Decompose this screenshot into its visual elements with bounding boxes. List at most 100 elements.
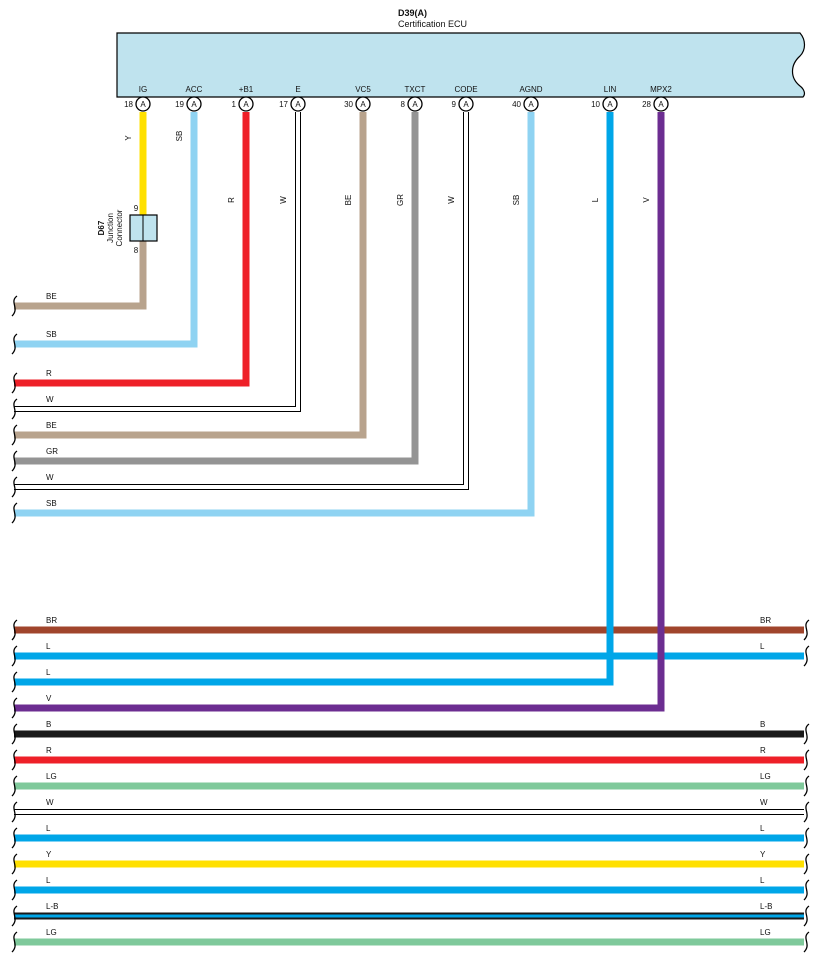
pin-wire-code-7-group: SB (512, 195, 521, 206)
bus-wire-label-right-0: BR (760, 616, 771, 625)
wire-break-right-8 (803, 827, 810, 849)
wire-left-3 (14, 112, 300, 411)
pin-label-acc: ACC (186, 85, 203, 94)
wire-break-right-0 (803, 619, 810, 641)
junction-line1: Junction (106, 213, 115, 243)
junction-connector: 9 8 D67 Junction Connector (97, 204, 158, 255)
bus-wire-label-right-4: B (760, 720, 765, 729)
pin-circle-5 (407, 96, 423, 112)
pin-wire-code-9-group: V (642, 197, 651, 203)
bus-wire-label-left-5: R (46, 746, 52, 755)
wire-left-3-outline (14, 112, 301, 412)
pin-label-agnd: AGND (519, 85, 542, 94)
pin-wire-code-5-group: GR (396, 194, 405, 206)
left-wire-label-4: BE (46, 421, 57, 430)
pin-label-ig: IG (139, 85, 147, 94)
pin-label-txct: TXCT (405, 85, 426, 94)
bus-wire-label-left-6: LG (46, 772, 57, 781)
pin-circle-6 (458, 96, 474, 112)
wire-break-left-7 (11, 502, 18, 524)
wire-bus-lin (14, 112, 614, 686)
pin-circle-7 (523, 96, 539, 112)
wire-break-bus-left-11 (11, 905, 18, 927)
pin-wire-code-2: R (227, 197, 236, 203)
pin-circle-8 (602, 96, 618, 112)
pin-number-5: 8 (401, 100, 406, 109)
wire-break-bus-left-7 (11, 801, 18, 823)
bus-wire-label-left-7: W (46, 798, 54, 807)
bus-wire-label-left-8: L (46, 824, 51, 833)
wire-break-bus-left-10 (11, 879, 18, 901)
wire-break-bus-left-8 (11, 827, 18, 849)
pin-circle-2 (238, 96, 254, 112)
pin-circle-0 (135, 96, 151, 112)
pin-letter-6: A (463, 100, 469, 109)
pin-wire-code-0-group: Y (124, 135, 133, 141)
bus-wire-label-left-2: L (46, 668, 51, 677)
pin-circle-4 (355, 96, 371, 112)
pin-number-2: 1 (232, 100, 237, 109)
pin-letter-3: A (295, 100, 301, 109)
wire-break-bus-left-5 (11, 749, 18, 771)
wire-break-bus-left-2 (11, 671, 18, 693)
wire-left-6 (14, 112, 468, 489)
pin-number-1: 19 (175, 100, 184, 109)
bus-wire-label-left-10: L (46, 876, 51, 885)
pin-wire-code-3-group: W (279, 196, 288, 204)
pin-wire-code-9: V (642, 197, 651, 203)
pin-wire-code-2-group: R (227, 197, 236, 203)
bus-wire-label-right-10: L (760, 876, 765, 885)
bus-wire-label-left-11: L-B (46, 902, 58, 911)
wire-break-bus-left-4 (11, 723, 18, 745)
wire-break-left-2 (11, 372, 18, 394)
pin-letter-9: A (658, 100, 664, 109)
pin-letter-8: A (607, 100, 613, 109)
wire-left-4 (14, 112, 367, 439)
bus-wire-label-left-3: V (46, 694, 52, 703)
pin-wire-code-3: W (279, 196, 288, 204)
pin-number-7: 40 (512, 100, 521, 109)
pin-number-6: 9 (452, 100, 457, 109)
bus-wire-label-right-9: Y (760, 850, 766, 859)
pin-letter-0: A (140, 100, 146, 109)
bus-wire-label-right-11: L-B (760, 902, 772, 911)
pin-wire-code-8: L (591, 197, 600, 202)
left-wire-label-3: W (46, 395, 54, 404)
wire-break-right-1 (803, 645, 810, 667)
wire-break-left-6 (11, 476, 18, 498)
bus-wire-label-right-1: L (760, 642, 765, 651)
wire-bus-mpx2 (14, 112, 665, 712)
pin-letter-1: A (191, 100, 197, 109)
left-wire-label-5: GR (46, 447, 58, 456)
bus-wire-label-left-9: Y (46, 850, 52, 859)
bus-wire-label-right-12: LG (760, 928, 771, 937)
wire-break-bus-left-3 (11, 697, 18, 719)
pin-wire-code-4-group: BE (344, 195, 353, 206)
left-wire-label-6: W (46, 473, 54, 482)
wire-left-7 (14, 112, 535, 517)
pin-letter-7: A (528, 100, 534, 109)
left-wire-label-7: SB (46, 499, 57, 508)
connector-name: Certification ECU (398, 19, 467, 29)
pin-wire-code-4: BE (344, 195, 353, 206)
wire-break-right-9 (803, 853, 810, 875)
wire-break-left-1 (11, 333, 18, 355)
bus-wire-label-left-0: BR (46, 616, 57, 625)
wire-break-left-3 (11, 398, 18, 420)
pin-wire-code-6-group: W (447, 196, 456, 204)
junction-id: D67 (97, 220, 106, 235)
wire-break-bus-left-9 (11, 853, 18, 875)
pin-letter-5: A (412, 100, 418, 109)
wire-left-1 (14, 112, 198, 348)
bus-wire-label-left-4: B (46, 720, 51, 729)
pin-wire-code-1-group: SB (175, 131, 184, 142)
wire-left-2 (14, 112, 250, 387)
pin-label-lin: LIN (604, 85, 617, 94)
junction-pin-out: 8 (134, 246, 139, 255)
left-wire-label-0: BE (46, 292, 57, 301)
pin-label-e: E (295, 85, 300, 94)
wire-break-bus-left-12 (11, 931, 18, 953)
